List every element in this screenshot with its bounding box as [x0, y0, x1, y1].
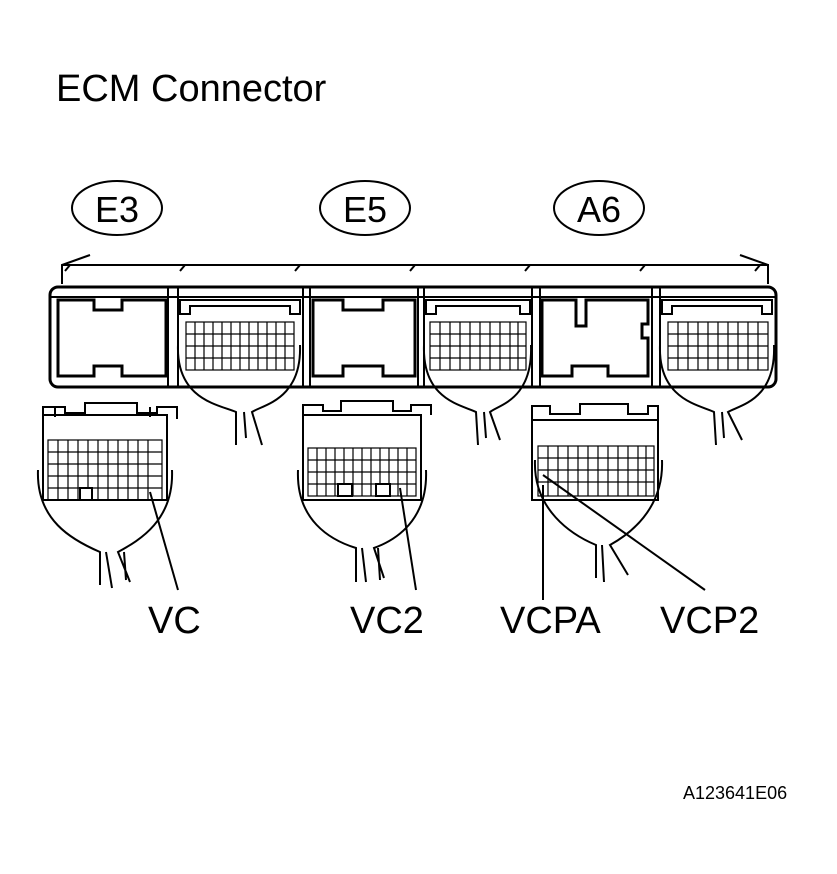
connector-label-e3: E3 — [71, 180, 163, 236]
ecm-housing — [48, 254, 778, 389]
ecm-socket-e5 — [311, 298, 417, 378]
terminal-label-vc2: VC2 — [350, 600, 424, 642]
reference-code: A123641E06 — [683, 783, 788, 803]
plug-a6 — [531, 403, 664, 583]
terminal-label-vc: VC — [148, 600, 201, 642]
ecm-socket-e3 — [56, 298, 168, 378]
ecm-plug-3 — [658, 299, 776, 446]
terminal-label-vcpa: VCPA — [500, 600, 601, 642]
svg-text:E3: E3 — [95, 189, 139, 230]
ecm-socket-a6 — [540, 298, 650, 378]
connector-label-e5: E5 — [319, 180, 411, 236]
diagram-title: ECM Connector — [56, 68, 327, 110]
leader-lines — [149, 474, 706, 600]
connector-label-a6: A6 — [553, 180, 645, 236]
terminal-label-vcp2: VCP2 — [660, 600, 759, 642]
svg-text:E5: E5 — [343, 189, 387, 230]
plug-e3 — [36, 402, 178, 589]
svg-text:A6: A6 — [577, 189, 621, 230]
ecm-plug-1 — [176, 299, 302, 446]
ecm-plug-2 — [422, 299, 533, 446]
plug-e5 — [296, 400, 432, 583]
